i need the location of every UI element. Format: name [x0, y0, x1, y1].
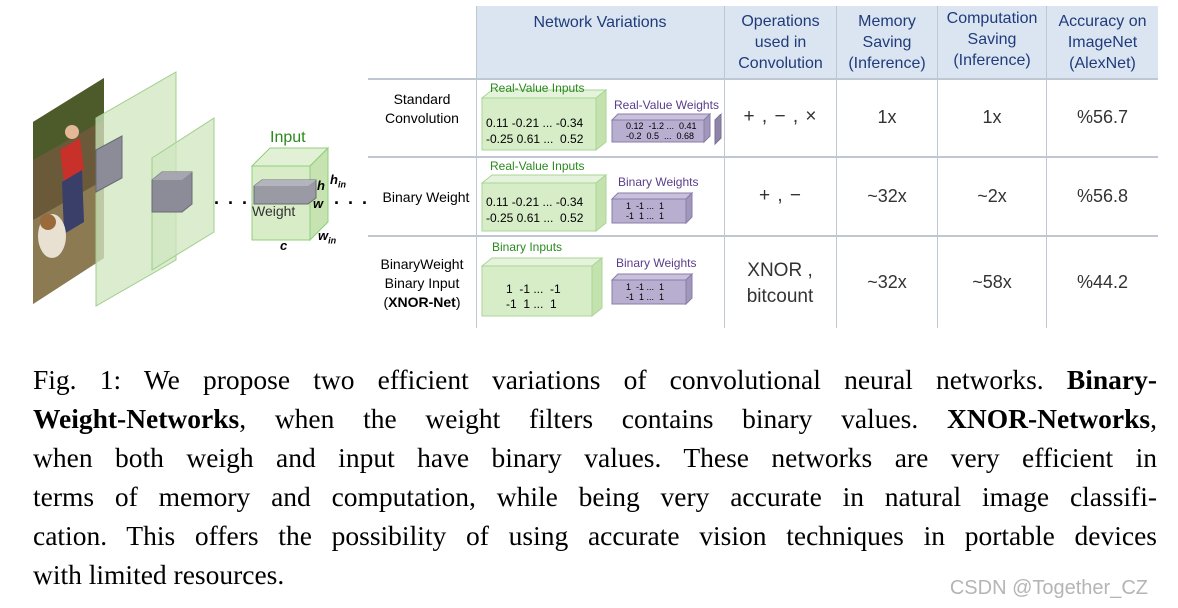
caption-line-6: with limited resources. — [33, 559, 285, 590]
row-label-xnor-bold: (XNOR-Net) — [383, 294, 461, 310]
caption-term-xnor: XNOR-Networks — [946, 403, 1151, 434]
memory-xnor: ~32x — [867, 272, 907, 292]
caption-line-1-text: Fig. 1: We propose two efficient variati… — [33, 364, 1044, 395]
column-divider-2 — [724, 6, 725, 328]
inputs-values-xnor-1: 1 -1 ... -1 — [506, 282, 561, 296]
accuracy-xnor: %44.2 — [1076, 272, 1129, 292]
weights-title-xnor: Binary Weights — [616, 256, 697, 270]
dimension-h-label: h — [317, 178, 325, 193]
convolution-illustration: Input Weight h w c hin win . . . . . . — [0, 0, 372, 340]
filter-block-1 — [95, 135, 123, 193]
weights-values-standard-2: -0.2 0.5 ... 0.68 — [626, 131, 695, 141]
dimension-win-subscript: in — [328, 235, 337, 246]
weights-values-xnor-1: 1 -1 ... 1 — [626, 282, 665, 292]
operations-xnor: XNOR , bitcount — [746, 260, 814, 307]
row-binary-weight-network-visual: Real-Value Inputs 0.11 -0.21 ... -0.34 -… — [476, 157, 724, 235]
row-label-xnor-text: BinaryWeight Binary Input — [380, 256, 464, 291]
computation-standard: 1x — [982, 107, 1002, 127]
row-xnor-network-visual: Binary Inputs 1 -1 ... -1 -1 1 ... 1 Bin… — [476, 236, 724, 326]
weights-title-binary-weight: Binary Weights — [618, 175, 699, 189]
input-volume — [250, 146, 330, 242]
row-label-xnor: BinaryWeight Binary Input (XNOR-Net) — [368, 255, 476, 312]
inputs-title-xnor: Binary Inputs — [492, 240, 563, 254]
comparison-table: Network Variations Operations used in Co… — [368, 6, 1158, 328]
header-computation-saving: Computation Saving (Inference) — [938, 6, 1046, 78]
caption-line-3: when both weigh and input have binary va… — [33, 442, 1157, 473]
header-divider — [368, 78, 1158, 80]
caption-line-1: Fig. 1: We propose two efficient variati… — [33, 360, 1157, 399]
computation-xnor: ~58x — [972, 272, 1012, 292]
ellipsis-left: . . . — [214, 188, 250, 208]
memory-standard: 1x — [877, 107, 897, 127]
row-divider-2 — [368, 235, 1158, 237]
caption-term-binary-prefix: Binary- — [1066, 364, 1157, 395]
computation-binary-weight: ~2x — [977, 186, 1007, 206]
column-divider-5 — [1046, 6, 1047, 328]
dimension-win-main: w — [318, 228, 329, 243]
blocks-standard — [480, 88, 722, 152]
inputs-title-standard: Real-Value Inputs — [490, 81, 585, 95]
inputs-values-xnor-2: -1 1 ... 1 — [506, 297, 557, 311]
xnor-net-name: XNOR-Net — [388, 294, 456, 310]
inputs-title-binary-weight: Real-Value Inputs — [490, 159, 585, 173]
caption-line-5: cation. This offers the possibility of u… — [33, 520, 1157, 551]
header-memory-saving: Memory Saving (Inference) — [837, 6, 937, 78]
caption-term-bwn: Weight-Networks — [33, 403, 240, 434]
accuracy-standard: %56.7 — [1076, 107, 1129, 127]
weights-title-standard: Real-Value Weights — [614, 98, 719, 112]
watermark: CSDN @Together_CZ — [949, 577, 1148, 599]
input-photo — [33, 78, 104, 304]
caption-line-2-text: , when the weight filters contains binar… — [239, 403, 919, 434]
row-label-binary-weight: Binary Weight — [382, 189, 470, 205]
header-operations: Operations used in Convolution — [725, 6, 836, 78]
row-label-standard: Standard Convolution — [385, 91, 459, 126]
caption-line-2: Weight-Networks, when the weight filters… — [33, 399, 1157, 438]
inputs-values-standard-1: 0.11 -0.21 ... -0.34 — [486, 116, 584, 130]
weight-block-standard — [610, 112, 712, 144]
weights-values-standard-1: 0.12 -1.2 ... 0.41 — [626, 121, 697, 131]
weight-label: Weight — [252, 203, 296, 219]
row-divider-1 — [368, 156, 1158, 158]
column-divider-1 — [476, 6, 477, 328]
operations-binary-weight: + , − — [758, 185, 803, 206]
row-standard-network-visual: Real-Value Inputs 0.11 -0.21 ... -0.34 -… — [476, 78, 724, 156]
blocks-xnor — [480, 256, 694, 318]
caption-line-4: terms of memory and computation, while b… — [33, 481, 1157, 512]
weights-values-binary-weight-2: -1 1 ... 1 — [626, 211, 665, 221]
memory-binary-weight: ~32x — [867, 186, 907, 206]
dimension-w-label: w — [313, 196, 324, 211]
column-divider-4 — [937, 6, 938, 328]
inputs-values-standard-2: -0.25 0.61 ... 0.52 — [486, 132, 584, 146]
dimension-win-label: win — [318, 228, 336, 246]
dimension-hin-subscript: in — [337, 179, 346, 190]
inputs-values-binary-weight-2: -0.25 0.61 ... 0.52 — [486, 211, 584, 225]
input-label: Input — [270, 129, 306, 146]
operations-standard: + , − , × — [743, 106, 818, 127]
weights-values-xnor-2: -1 1 ... 1 — [626, 292, 665, 302]
caption-line-2-comma: , — [1150, 403, 1158, 434]
dimension-c-label: c — [280, 238, 288, 253]
header-network-variations: Network Variations — [476, 6, 724, 78]
blocks-binary-weight — [480, 173, 694, 233]
illustration-graphic — [33, 71, 330, 307]
weights-values-binary-weight-1: 1 -1 ... 1 — [626, 201, 665, 211]
dimension-hin-main: h — [330, 172, 338, 187]
figure-caption: Fig. 1: We propose two efficient variati… — [33, 360, 1157, 594]
ellipsis-right: . . . — [334, 188, 370, 208]
dimension-hin-label: hin — [330, 172, 346, 190]
accuracy-binary-weight: %56.8 — [1076, 186, 1129, 206]
header-accuracy: Accuracy on ImageNet (AlexNet) — [1047, 6, 1158, 78]
column-divider-3 — [836, 6, 837, 328]
inputs-values-binary-weight-1: 0.11 -0.21 ... -0.34 — [486, 195, 584, 209]
